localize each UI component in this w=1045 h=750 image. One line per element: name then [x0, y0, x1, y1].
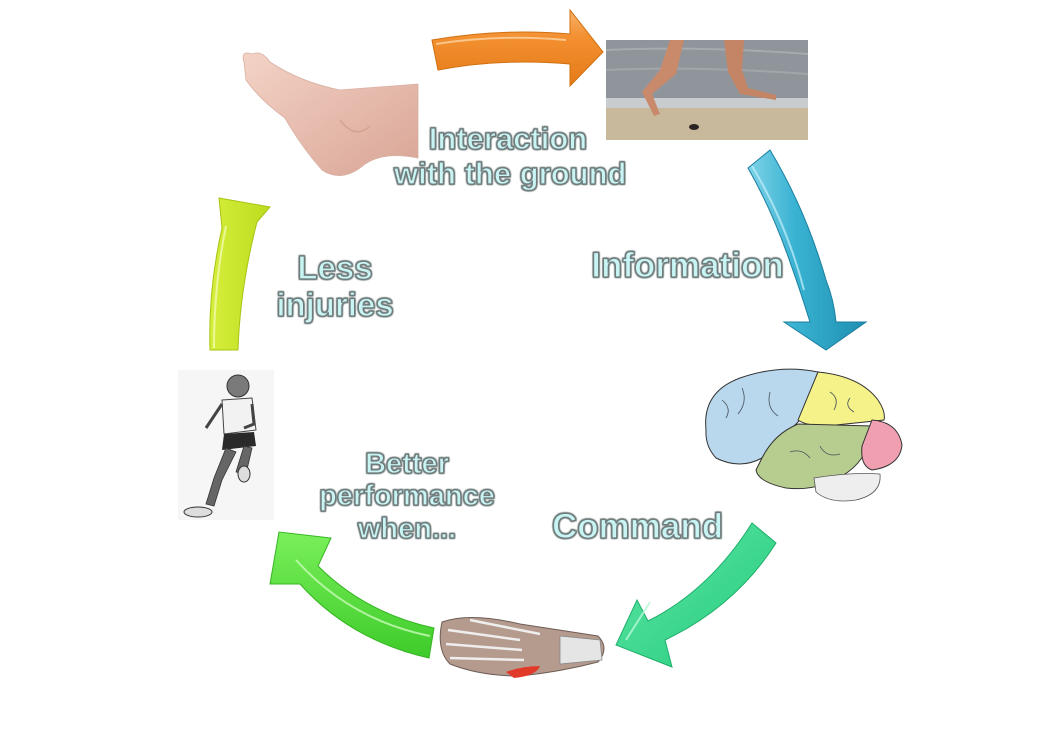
label-line: Better: [364, 447, 449, 480]
runner-sketch-image: [178, 370, 274, 520]
label-interaction-with-ground: Interaction with the ground: [393, 121, 627, 191]
label-less-injuries: Less injuries: [274, 248, 396, 324]
label-command: Command: [551, 506, 724, 546]
label-line: Less: [297, 248, 373, 286]
foot-anatomy-image: [439, 616, 605, 678]
beach-runner-image: [605, 40, 809, 140]
teal-green-arrow-icon: [615, 522, 777, 668]
orange-arrow-icon: [431, 8, 604, 88]
yellow-green-arrow-icon: [209, 197, 271, 351]
blue-arrow-icon: [747, 149, 868, 351]
label-better-performance: Better performance when...: [312, 447, 502, 545]
label-information: Information: [591, 245, 785, 285]
bare-foot-image: [242, 52, 419, 176]
label-line: injuries: [276, 285, 395, 323]
label-line: Interaction: [428, 121, 588, 157]
label-line: performance: [319, 480, 496, 513]
green-arrow-icon: [269, 531, 435, 659]
label-line: with the ground: [393, 155, 627, 191]
brain-image: [705, 368, 903, 502]
label-line: when...: [357, 512, 457, 545]
